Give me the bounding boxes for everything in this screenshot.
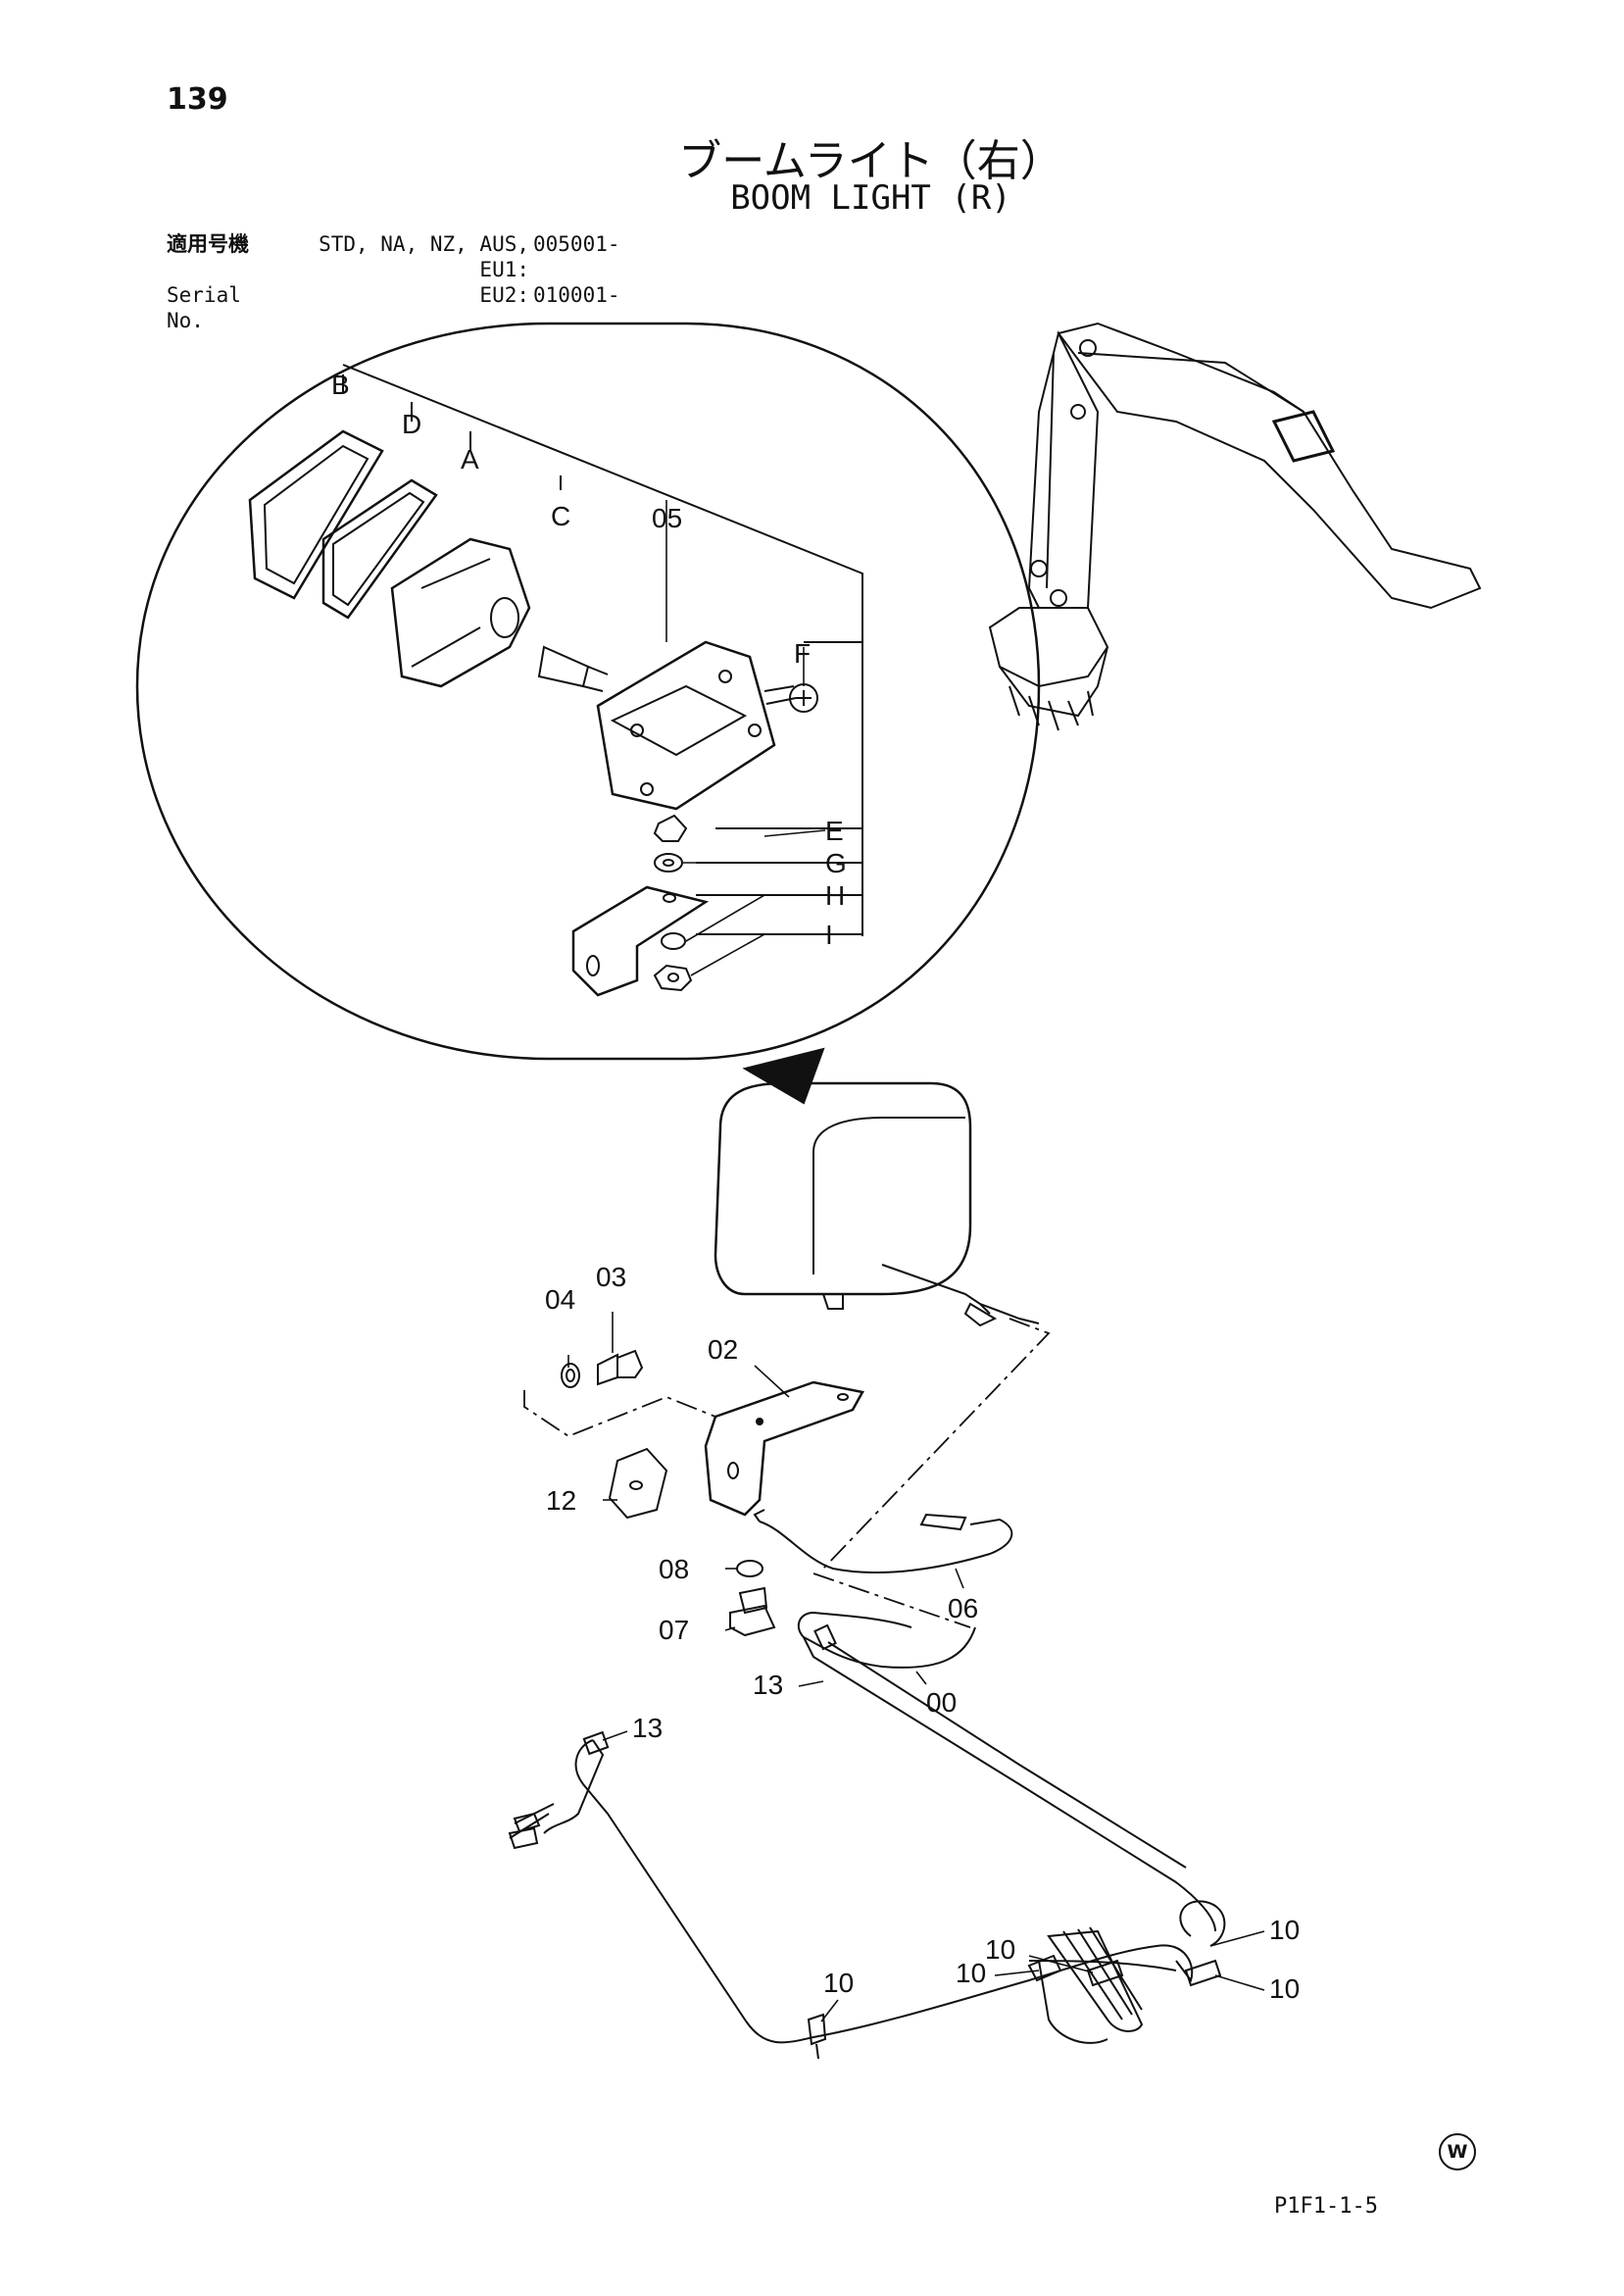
callout-04: 04 xyxy=(545,1284,575,1315)
serial-range: 005001- xyxy=(533,232,620,256)
callout-02: 02 xyxy=(708,1334,738,1365)
callout-h: H xyxy=(825,880,845,911)
lockwasher-08 xyxy=(736,1560,763,1577)
screw-f xyxy=(763,683,818,713)
exploded-view-callout xyxy=(135,322,1041,1105)
lockwasher-e xyxy=(653,814,688,842)
watermark-logo: W xyxy=(1439,2133,1476,2171)
lamp-gasket-d xyxy=(321,478,438,620)
washer-g xyxy=(654,853,683,873)
serial-row-2: Serial No. EU2: 010001- xyxy=(167,282,620,333)
callout-e: E xyxy=(825,816,844,846)
callout-10-middle: 10 xyxy=(956,1958,986,1988)
harness-00 xyxy=(797,1611,1216,1932)
mounting-bracket-02 xyxy=(704,1380,864,1517)
assembly-guide-lines xyxy=(523,1318,1051,1628)
serial-range: 010001- xyxy=(533,283,620,307)
bulb-c xyxy=(537,645,609,692)
callout-d: D xyxy=(402,409,421,439)
page-title-jp: ブームライト（右） xyxy=(678,136,1063,186)
serial-applicability: 適用号機 STD, NA, NZ, AUS, EU1: 005001- Seri… xyxy=(167,231,620,333)
wire-loop-right xyxy=(1179,1900,1226,1987)
callout-10-right-lower: 10 xyxy=(1269,1973,1300,2004)
callout-g: G xyxy=(825,848,847,878)
callout-07: 07 xyxy=(659,1615,689,1645)
page-number: 139 xyxy=(167,82,228,117)
excavator-arm-sketch xyxy=(988,322,1482,731)
callout-13-upper: 13 xyxy=(753,1670,783,1700)
callout-10-bundle: 10 xyxy=(985,1934,1015,1965)
callout-12: 12 xyxy=(546,1485,576,1516)
callout-00: 00 xyxy=(926,1687,957,1718)
page-title-en: BOOM LIGHT (R) xyxy=(730,178,1011,218)
washer-h xyxy=(661,932,686,950)
washer-04 xyxy=(561,1363,580,1388)
nut-i xyxy=(653,964,693,992)
serial-label-en: Serial No. xyxy=(167,283,241,332)
callout-a: A xyxy=(461,444,479,474)
assembly-bracket-lines xyxy=(342,364,863,936)
clamp-10-bundle xyxy=(1086,1959,1124,1987)
callout-08: 08 xyxy=(659,1554,689,1584)
serial-models: EU2: xyxy=(479,283,529,307)
clamp-10-left xyxy=(807,2013,827,2060)
lamp-assembly xyxy=(714,1081,1040,1327)
leader-lines-upper xyxy=(665,500,826,976)
screw-07 xyxy=(729,1586,776,1637)
lamp-housing-05 xyxy=(596,640,776,811)
callout-f: F xyxy=(794,638,811,669)
callout-i: I xyxy=(825,920,833,950)
serial-label-jp: 適用号機 xyxy=(167,232,249,256)
figure-code: P1F1-1-5 xyxy=(1274,2194,1378,2219)
spacer-block-12 xyxy=(608,1447,668,1520)
clamp-10-middle xyxy=(1027,1954,1062,1982)
leader-lines-lower xyxy=(567,1312,1265,2022)
lamp-lens-a xyxy=(390,537,531,688)
callout-06: 06 xyxy=(948,1593,978,1623)
callout-c: C xyxy=(551,501,570,531)
bracket-plate xyxy=(571,885,710,997)
callout-03: 03 xyxy=(596,1262,626,1292)
harness-06 xyxy=(753,1509,1013,1573)
callout-05: 05 xyxy=(652,503,682,533)
callout-13-lower: 13 xyxy=(632,1713,663,1743)
coiled-wire-bundle xyxy=(1028,1926,1177,2044)
callout-b: B xyxy=(331,370,350,400)
serial-row-1: 適用号機 STD, NA, NZ, AUS, EU1: 005001- xyxy=(167,231,620,282)
callout-10-left: 10 xyxy=(823,1968,854,1998)
callout-10-right-upper: 10 xyxy=(1269,1915,1300,1945)
callout-labels: B D A C 05 F E G H I 04 03 02 12 08 07 0… xyxy=(331,370,1300,2004)
bolt-03 xyxy=(597,1349,644,1386)
lamp-frame-b xyxy=(248,429,384,600)
serial-models: STD, NA, NZ, AUS, EU1: xyxy=(319,232,529,281)
